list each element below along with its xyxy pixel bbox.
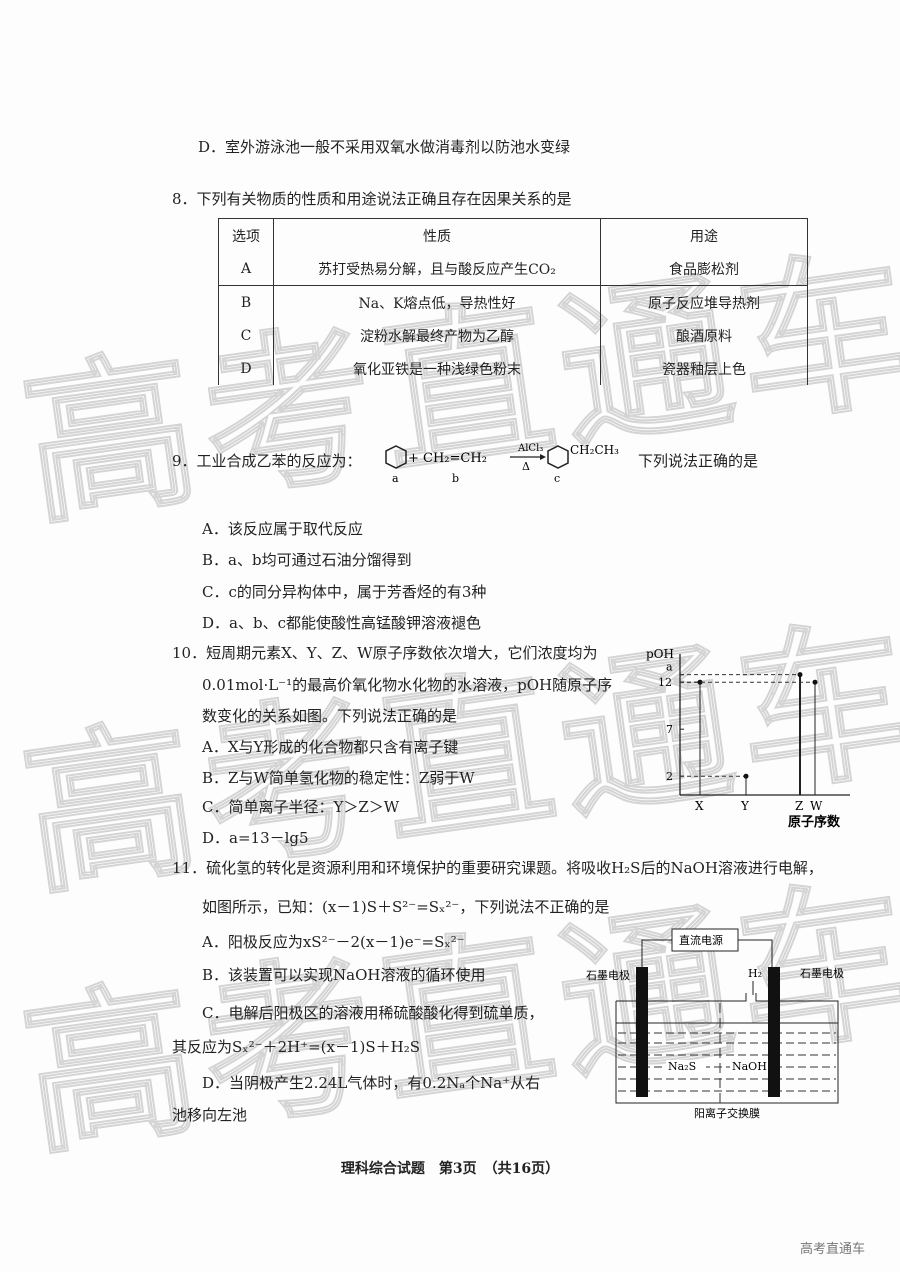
cell: A (218, 252, 274, 286)
header: 选项 (218, 218, 274, 252)
q8-stem: 8．下列有关物质的性质和用途说法正确且存在因果关系的是 (172, 190, 572, 208)
cell: Na、K熔点低，导热性好 (273, 285, 601, 319)
q11-stem: 如图所示，已知：(x－1)S＋S²⁻=Sₓ²⁻，下列说法不正确的是 (202, 898, 610, 916)
header: 性质 (273, 218, 601, 252)
y-tick-label: 7 (666, 723, 673, 736)
tank (615, 993, 839, 1104)
label-c: c (554, 472, 560, 485)
q9-stem-end: 下列说法正确的是 (638, 452, 759, 470)
x-label: 原子序数 (788, 814, 841, 830)
gas-label: H₂ (748, 967, 762, 980)
q9-option: D．a、b、c都能使酸性高锰酸钾溶液褪色 (202, 614, 481, 632)
q10-option: D．a=13－lg5 (202, 829, 309, 847)
x-tick-label: Z (795, 799, 803, 813)
membrane-label: 阳离子交换膜 (694, 1106, 760, 1120)
right-electrode-label: 石墨电极 (800, 966, 844, 980)
reaction-scheme: + CH₂=CH₂ AlCl₃ Δ CH₂CH₃ a b c (385, 443, 619, 485)
q11-option: A．阳极反应为xS²⁻－2(x－1)e⁻=Sₓ²⁻ (202, 933, 465, 951)
header: 用途 (600, 218, 808, 252)
cell: 淀粉水解最终产物为乙醇 (273, 319, 601, 352)
benzene-ring (385, 445, 407, 469)
electrolysis-diagram: 石墨电极 直流电源 石墨电极 H₂ Na₂S NaOH 阳离子交换膜 (586, 928, 844, 1120)
q11-option: 池移向左池 (172, 1106, 248, 1124)
label-b: b (452, 472, 459, 485)
cell: B (218, 285, 274, 319)
q11-option: C．电解后阳极区的溶液用稀硫酸酸化得到硫单质， (202, 1004, 544, 1022)
y-tick-label: a (666, 661, 673, 674)
cell: 酿酒原料 (600, 319, 808, 352)
q10-option: C．简单离子半径：Y＞Z＞W (202, 798, 400, 816)
cell: D (218, 352, 274, 385)
left-electrode-label: 石墨电极 (586, 968, 630, 982)
cell: C (218, 319, 274, 352)
q10-option: B．Z与W简单氢化物的稳定性：Z弱于W (202, 769, 475, 787)
q9-option: A．该反应属于取代反应 (202, 520, 363, 538)
cell: 食品膨松剂 (600, 252, 808, 286)
right-solution-label: NaOH (732, 1060, 767, 1073)
catalyst: AlCl₃ (517, 443, 543, 454)
q10-option: A．X与Y形成的化合物都只含有离子键 (202, 738, 459, 756)
y-tick-label: 2 (666, 770, 673, 783)
q10-stem: 10．短周期元素X、Y、Z、W原子序数依次增大，它们浓度均为 (172, 644, 598, 662)
page-footer: 理科综合试题 第3页 （共16页） (340, 1161, 560, 1177)
ethyl-group: CH₂CH₃ (570, 443, 619, 457)
power-label: 直流电源 (679, 933, 723, 947)
q9-option: C．c的同分异构体中，属于芳香烃的有3种 (202, 583, 487, 601)
x-tick-label: Y (740, 799, 750, 813)
q11-option: 其反应为Sₓ²⁻＋2H⁺=(x－1)S＋H₂S (172, 1038, 421, 1056)
data-point-Y (743, 773, 749, 779)
cell: 原子反应堆导热剂 (600, 285, 808, 319)
left-electrode (636, 967, 648, 1097)
left-solution-label: Na₂S (668, 1060, 696, 1073)
reagent-b: + CH₂=CH₂ (408, 451, 487, 466)
q10-stem: 数变化的关系如图。下列说法正确的是 (202, 707, 458, 725)
cell: 苏打受热易分解，且与酸反应产生CO₂ (273, 252, 601, 286)
data-point-W (812, 679, 818, 685)
right-electrode (768, 967, 780, 1097)
q9-stem: 9．工业合成乙苯的反应为： (172, 452, 362, 470)
q11-stem: 11．硫化氢的转化是资源利用和环境保护的重要研究课题。将吸收H₂S后的NaOH溶… (172, 859, 823, 877)
watermark-logo: 高考直通车 (800, 1242, 866, 1257)
cell: 氧化亚铁是一种浅绿色粉末 (273, 352, 601, 385)
cell: 瓷器釉层上色 (600, 352, 808, 385)
q11-option: D．当阴极产生2.24L气体时，有0.2Nₐ个Na⁺从右 (202, 1074, 541, 1092)
label-a: a (392, 472, 399, 485)
condition: Δ (522, 460, 530, 473)
arrow-icon (540, 454, 546, 460)
q11-option: B．该装置可以实现NaOH溶液的循环使用 (202, 966, 486, 984)
benzene-ring (547, 445, 569, 469)
data-point-X (697, 679, 703, 685)
q9-option: B．a、b均可通过石油分馏得到 (202, 551, 412, 569)
x-tick-label: W (810, 799, 823, 813)
y-tick-label: 12 (658, 676, 672, 689)
q10-stem: 0.01mol·L⁻¹的最高价氧化物水化物的水溶液，pOH随原子序 (202, 676, 613, 694)
y-label: pOH (646, 647, 674, 661)
data-point-Z (797, 672, 803, 678)
x-tick-label: X (695, 799, 704, 813)
q7-option-d: D．室外游泳池一般不采用双氧水做消毒剂以防池水变绿 (198, 138, 571, 156)
